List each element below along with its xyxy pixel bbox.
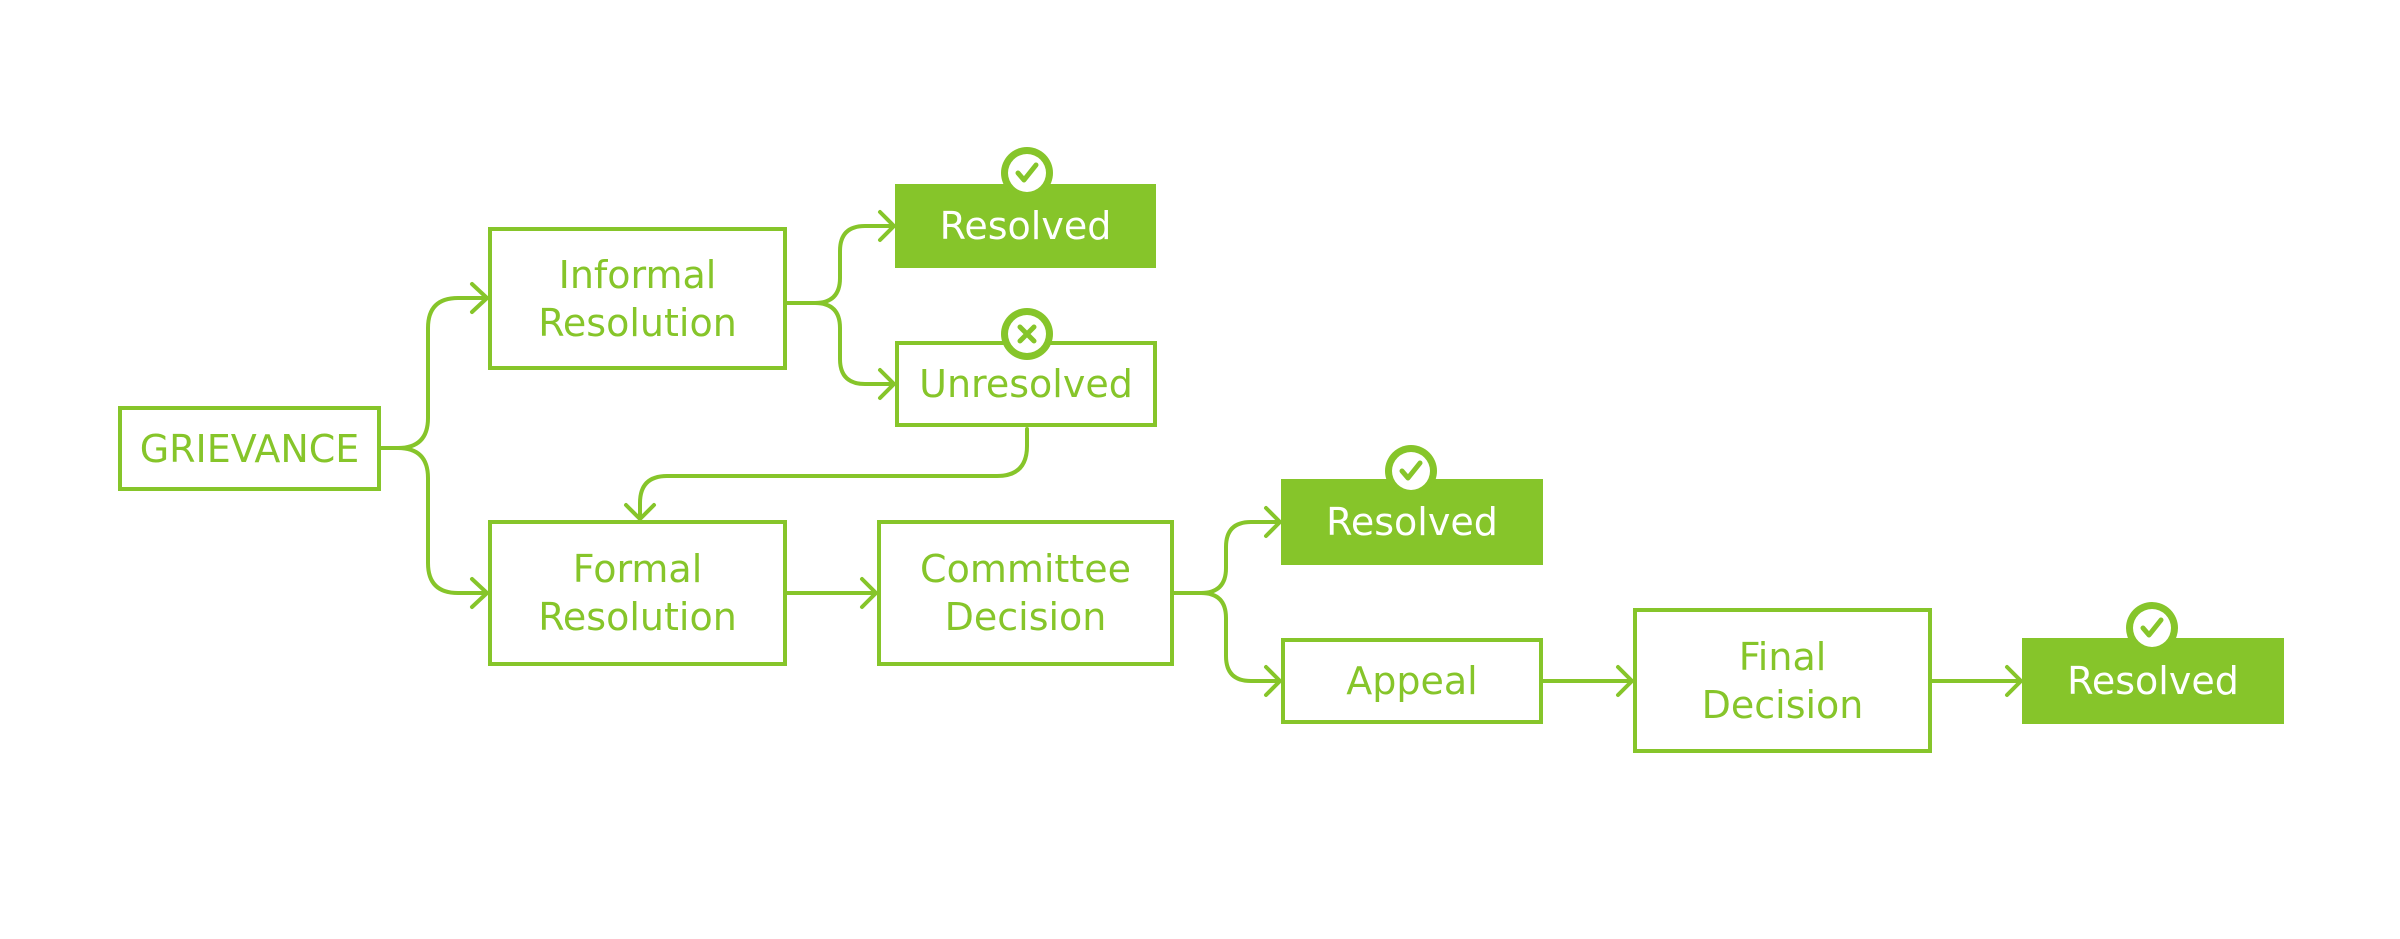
node-formal-resolution: Formal Resolution [488, 520, 787, 666]
node-label: Resolved [2067, 659, 2239, 703]
link-unresolved-formal [638, 427, 1029, 520]
link-grievance-informal [379, 296, 488, 450]
arrowhead [1616, 665, 1634, 697]
link-committee-resolved [1172, 520, 1281, 595]
node-label: Final Decision [1701, 634, 1864, 727]
arrowhead [1264, 665, 1282, 697]
node-label: Committee Decision [920, 547, 1131, 639]
link-informal-unresolved [785, 301, 895, 386]
link-grievance-formal [379, 446, 488, 595]
node-label: Unresolved [919, 362, 1133, 406]
arrowhead [860, 577, 878, 609]
arrowhead [470, 577, 489, 609]
arrowhead [470, 282, 489, 314]
arrowhead [878, 368, 896, 400]
x-icon [1001, 308, 1053, 360]
arrowhead [1264, 506, 1282, 538]
node-label: Appeal [1346, 659, 1478, 703]
node-label: Resolved [1326, 500, 1498, 544]
node-label: Formal Resolution [538, 547, 737, 639]
arrowhead [624, 503, 656, 521]
node-label: Resolved [939, 204, 1112, 248]
check-icon [2126, 602, 2178, 654]
check-icon [1385, 445, 1437, 497]
node-informal-resolution: Informal Resolution [488, 227, 787, 370]
node-final-decision: Final Decision [1633, 608, 1932, 753]
arrowhead [2005, 665, 2023, 697]
check-icon [1001, 147, 1053, 199]
node-grievance: GRIEVANCE [118, 406, 381, 491]
arrowhead [878, 210, 896, 242]
node-appeal: Appeal [1281, 638, 1543, 724]
node-label: GRIEVANCE [139, 426, 360, 471]
link-committee-appeal [1172, 591, 1281, 683]
node-committee-decision: Committee Decision [877, 520, 1174, 666]
node-label: Informal Resolution [538, 252, 737, 345]
link-informal-resolved [785, 224, 895, 305]
